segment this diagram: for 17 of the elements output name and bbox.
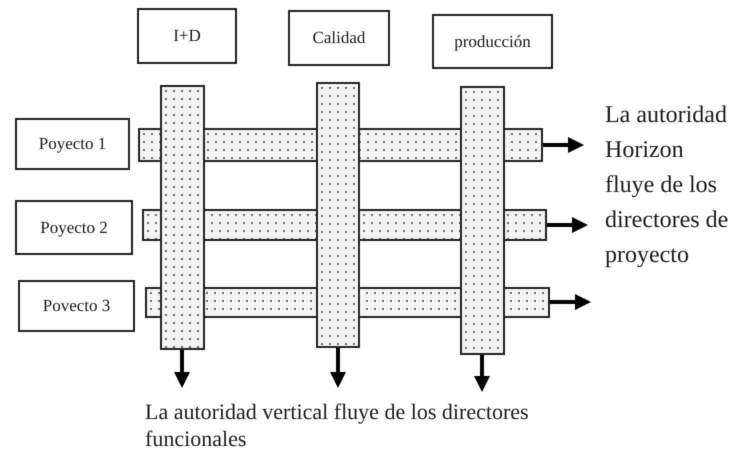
label-box: I+D <box>137 8 237 64</box>
label-box: Calidad <box>288 10 390 66</box>
arrow <box>547 217 588 233</box>
arrow <box>330 348 346 388</box>
vertical-bar <box>316 82 360 348</box>
label-box: Poyecto 2 <box>15 200 133 255</box>
arrow <box>474 355 490 392</box>
arrow <box>174 350 190 388</box>
label-box: producción <box>432 14 553 69</box>
arrow <box>550 294 591 310</box>
caption-text: La autoridad vertical fluye de los directores funcionales <box>145 398 530 452</box>
label-box: Povecto 3 <box>18 280 135 332</box>
caption-text: La autoridad Horizon fluye de los directores de proyecto <box>605 101 730 270</box>
arrow <box>543 137 584 153</box>
label-box: Poyecto 1 <box>15 118 130 170</box>
vertical-bar <box>460 86 505 355</box>
vertical-bar <box>160 85 205 350</box>
